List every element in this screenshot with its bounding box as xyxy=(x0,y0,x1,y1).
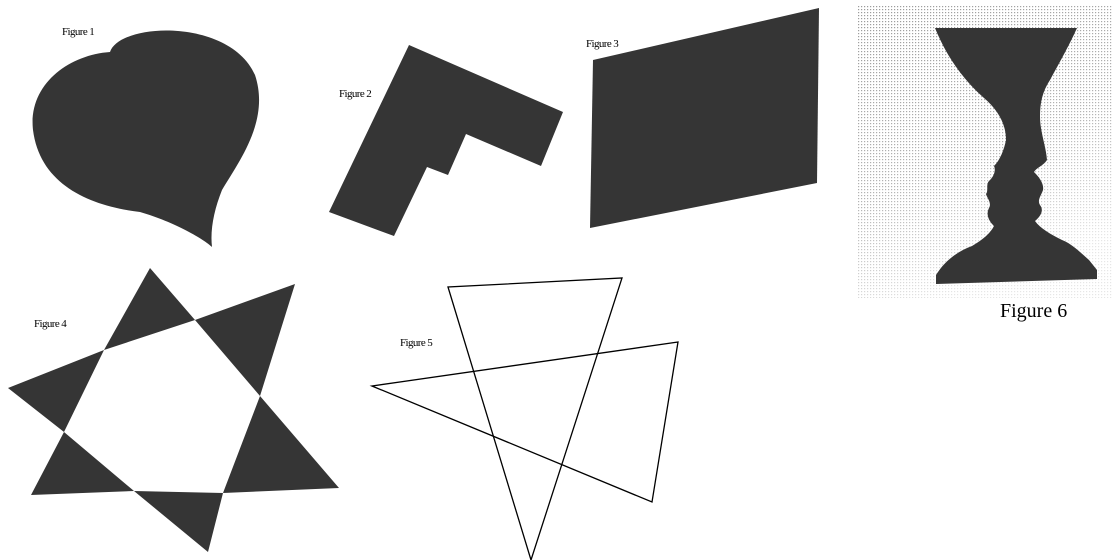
overlapping-triangles xyxy=(372,278,678,560)
seven-pointed-star xyxy=(8,268,339,552)
heart-shape xyxy=(33,30,259,247)
rubin-vase-figure xyxy=(857,6,1113,298)
figure-2-label: Figure 2 xyxy=(339,88,371,100)
parallelogram-shape xyxy=(590,8,819,228)
l-shape xyxy=(329,45,563,236)
figure-4-label: Figure 4 xyxy=(34,318,66,330)
triangle-b xyxy=(372,342,678,502)
figure-3-label: Figure 3 xyxy=(586,38,618,50)
triangle-a xyxy=(448,278,622,560)
figure-1-label: Figure 1 xyxy=(62,26,94,38)
figure-6-label: Figure 6 xyxy=(1000,300,1067,323)
figure-5-label: Figure 5 xyxy=(400,337,432,349)
